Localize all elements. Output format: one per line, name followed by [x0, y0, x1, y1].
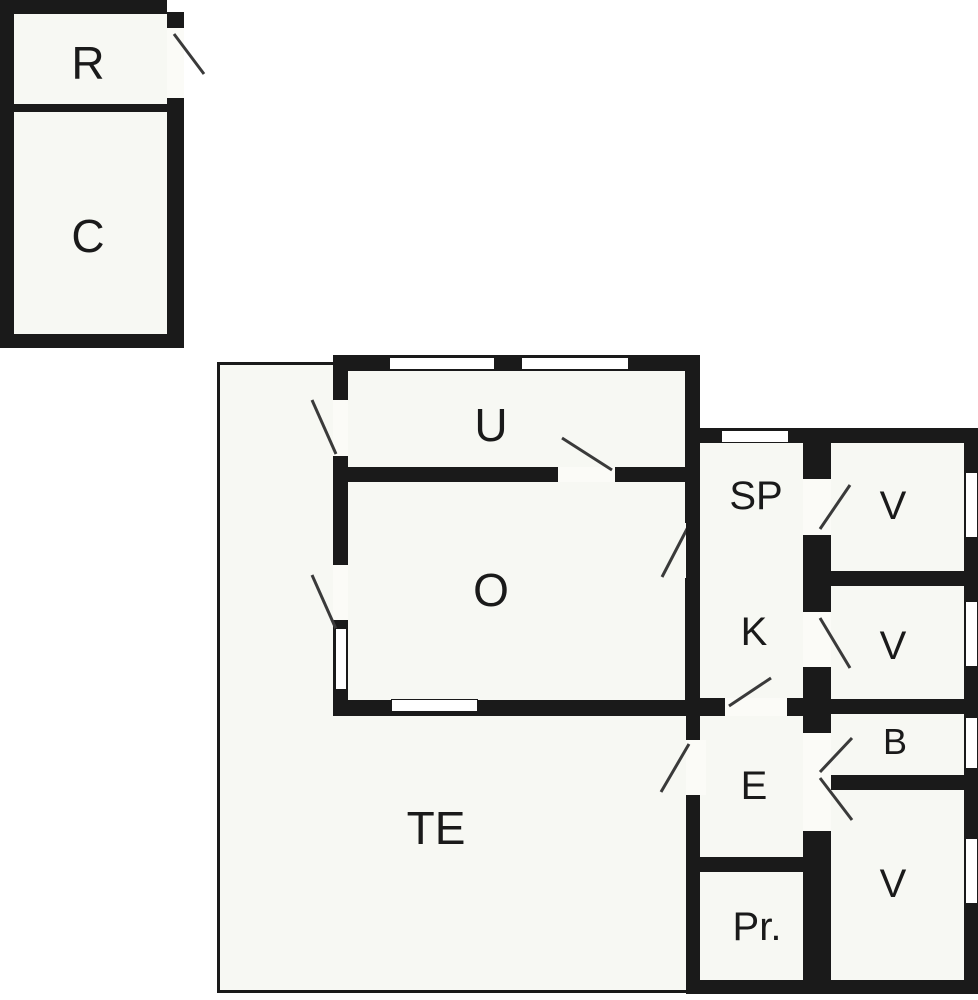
door-swing-E-B	[818, 736, 854, 774]
door-swing-O-right	[660, 526, 690, 578]
window-O-bottom	[391, 699, 478, 712]
door-opening-O-left	[333, 565, 348, 620]
window-U-top-right	[521, 357, 629, 370]
door-swing-U-left	[310, 399, 338, 455]
window-wing-top	[721, 430, 789, 443]
room-label-Pr: Pr.	[732, 905, 782, 949]
room-Pr-fill	[700, 872, 803, 980]
room-R-fill	[14, 14, 167, 104]
room-label-C: C	[71, 210, 105, 262]
room-O-fill	[348, 482, 685, 700]
door-opening-U-left	[333, 400, 348, 456]
room-V-bottom-fill	[831, 790, 964, 980]
room-label-V-second: V	[879, 624, 907, 668]
room-V-second-fill	[831, 586, 964, 699]
room-label-K: K	[740, 610, 768, 654]
window-O-left	[335, 628, 347, 690]
door-swing-O-left	[310, 574, 338, 630]
door-opening-E-right	[803, 733, 831, 831]
room-label-V-bottom: V	[879, 862, 907, 906]
room-E-fill	[700, 716, 803, 857]
room-U-fill	[348, 371, 685, 467]
room-C-fill	[14, 112, 167, 334]
door-opening-U-O	[558, 467, 615, 482]
room-label-O: O	[473, 564, 509, 616]
room-label-TE: TE	[406, 802, 466, 854]
door-swing-K-V	[818, 617, 852, 669]
room-label-U: U	[474, 399, 508, 451]
door-opening-TE-E	[686, 740, 706, 795]
door-opening-K-E	[725, 698, 787, 716]
room-label-V-top: V	[879, 484, 907, 528]
door-opening-K-V	[803, 612, 831, 667]
window-V-top-right	[965, 472, 978, 538]
door-opening-SP-V	[803, 479, 831, 535]
window-V-second-right	[965, 601, 978, 667]
room-B-fill	[831, 714, 964, 775]
door-swing-E-V	[818, 777, 854, 821]
door-swing-TE-E	[659, 743, 691, 793]
door-swing-U-O	[561, 436, 613, 472]
outbuilding-corner-notch	[167, 0, 184, 12]
room-K-fill	[700, 570, 803, 698]
room-label-B: B	[882, 721, 908, 762]
window-U-top-left	[389, 357, 495, 370]
window-B-right	[965, 717, 978, 769]
room-SP-fill	[700, 443, 803, 570]
room-label-R: R	[71, 37, 105, 89]
door-swing-K-E	[728, 676, 772, 708]
door-swing-R	[172, 33, 206, 75]
door-swing-SP-V	[818, 484, 852, 530]
room-V-top-fill	[831, 443, 964, 571]
room-label-E: E	[740, 764, 768, 808]
room-label-SP: SP	[729, 474, 783, 518]
window-V-bottom-right	[965, 838, 978, 904]
door-opening-R-right	[167, 28, 184, 98]
